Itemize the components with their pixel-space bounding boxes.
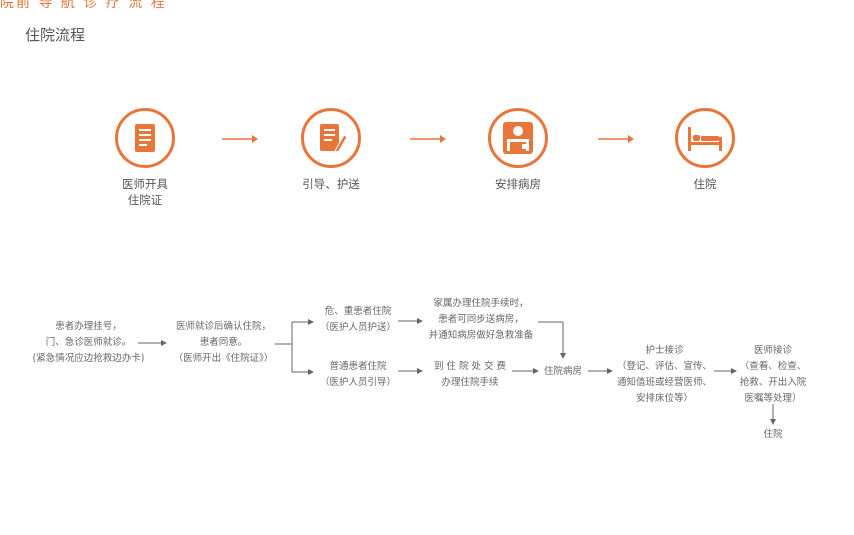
arrow-right-icon: [410, 135, 446, 143]
arrow-right-icon: [598, 135, 634, 143]
flow-critical-patient: 危、重患者住院 （医护人员护送）: [319, 306, 396, 333]
flow-family-procedure: 家属办理住院手续时， 患者可同步送病房， 并通知病房做好急救准备: [428, 298, 534, 341]
flow-register: 患者办理挂号， 门、急诊医师就诊。 (紧急情况应边抢救边办卡): [32, 321, 145, 364]
flow-normal-patient: 普通患者住院 （医护人员引导）: [319, 361, 396, 388]
flow-ward: 住院病房: [543, 366, 582, 377]
hospital-bed-icon: [675, 108, 735, 168]
document-pen-icon: [301, 108, 361, 168]
arrow-right-icon: [222, 135, 258, 143]
step-arrange-ward: 安排病房: [458, 108, 578, 192]
step-doctor-certificate: 医师开具 住院证: [85, 108, 205, 208]
page-title: 住院流程: [25, 26, 86, 44]
flow-doctor-receive: 医师接诊 （查看、检查、 抢救、开出入院 医嘱等处理）: [739, 345, 807, 404]
flow-nurse-receive: 护士接诊 （登记、评估、宣传、 通知值班或经营医师、 安排床位等）: [616, 345, 712, 404]
step-label: 安排病房: [495, 177, 541, 191]
nurse-bed-icon: [488, 108, 548, 168]
step-guide-escort: 引导、护送: [271, 108, 391, 192]
step-label: 医师开具 住院证: [122, 177, 168, 207]
flow-payment-desk: 到 住 院 处 交 费 办理住院手续: [433, 361, 507, 388]
step-label: 引导、护送: [302, 177, 360, 191]
step-label: 住院: [693, 177, 717, 191]
step-hospitalized: 住院: [645, 108, 765, 192]
document-list-icon: [115, 108, 175, 168]
flow-doctor-confirm: 医师就诊后确认住院， 患者同意。 （医师开出《住院证》）: [173, 321, 274, 364]
top-cut-heading: 院前 导 航 诊 疗 流 程: [0, 0, 167, 11]
flow-hospitalized: 住院: [763, 429, 783, 440]
